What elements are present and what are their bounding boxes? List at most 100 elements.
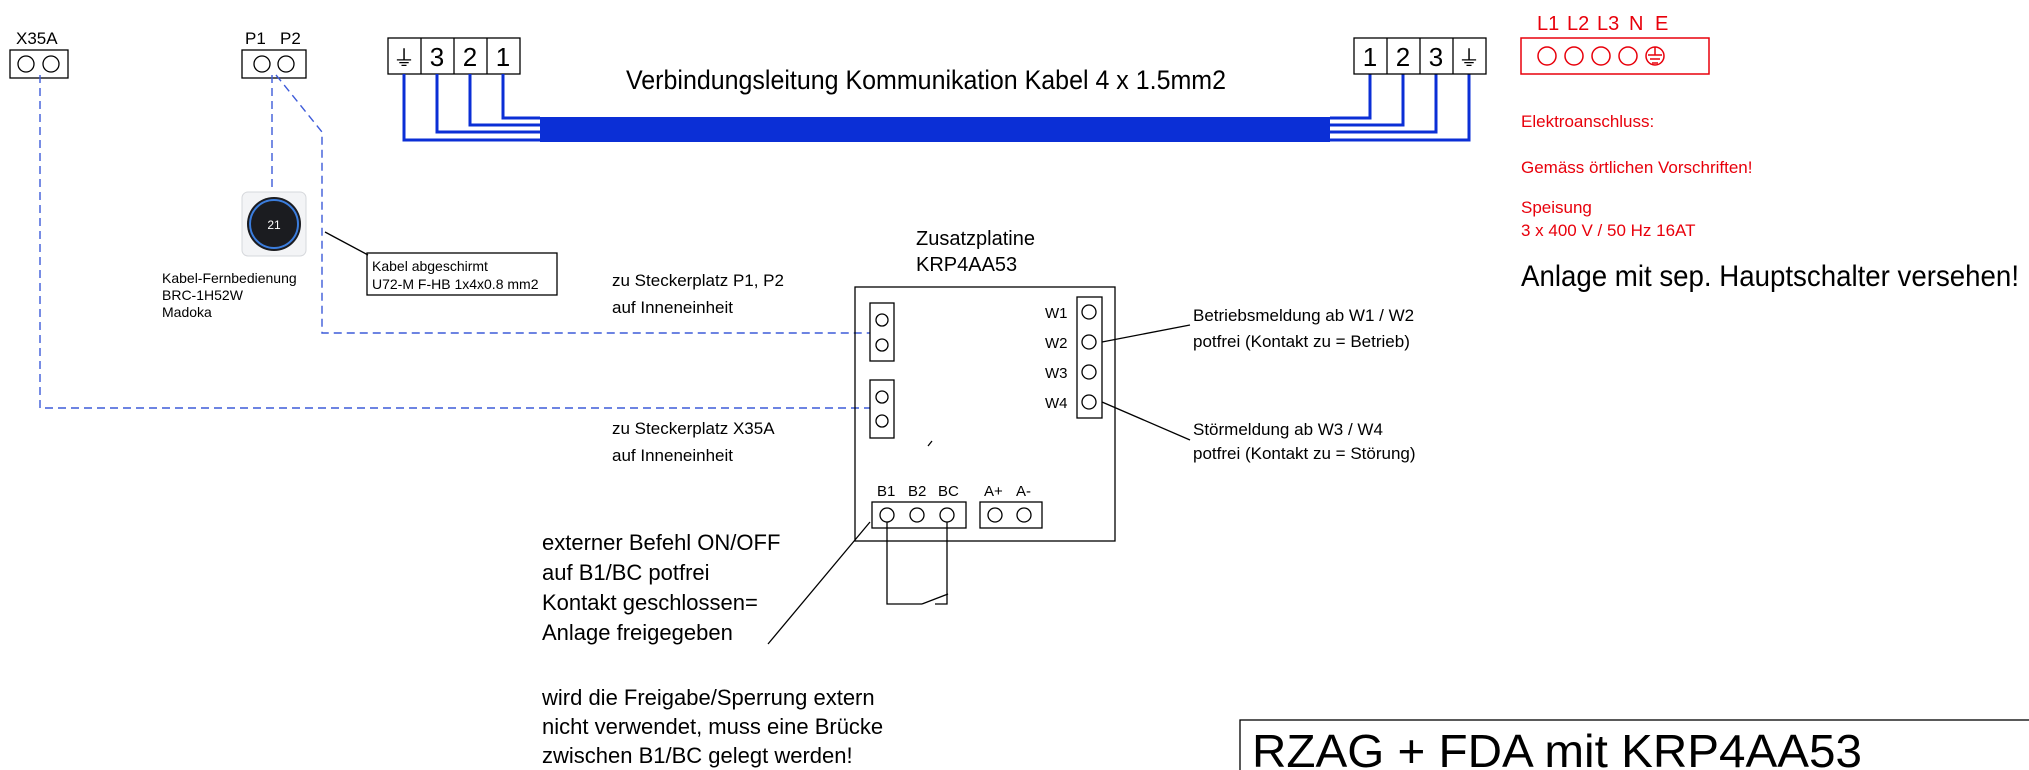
remote-display-value: 21 <box>267 218 281 232</box>
bc-label: BC <box>938 483 959 500</box>
power-label-n: N <box>1629 13 1643 35</box>
board-x35a-slot <box>869 379 895 439</box>
p2-label: P2 <box>280 29 301 48</box>
board-title-line2: KRP4AA53 <box>916 254 1017 276</box>
note-operation-line1: Betriebsmeldung ab W1 / W2 <box>1193 306 1414 325</box>
cable-note-leader <box>324 231 369 256</box>
note-bridge-line1: wird die Freigabe/Sperrung extern <box>541 685 875 710</box>
x35a-label: X35A <box>16 29 58 48</box>
power-label-l3: L3 <box>1597 13 1619 35</box>
left-terminal-3: 3 <box>430 42 444 72</box>
left-wire-2 <box>468 74 540 127</box>
left-wire-earth <box>402 74 540 142</box>
x35a-housing <box>9 49 69 79</box>
cable-note: Kabel abgeschirmt U72-M F-HB 1x4x0.8 mm2 <box>324 231 558 296</box>
switch-contact-icon <box>921 593 949 605</box>
right-terminal-3: 3 <box>1429 42 1443 72</box>
b1-label: B1 <box>877 483 895 500</box>
cable-note-line1: Kabel abgeschirmt <box>372 258 488 274</box>
external-contact <box>767 521 949 645</box>
power-terminal: L1 L2 L3 N E Elektroanschluss: Gemäss ör… <box>1520 13 2019 293</box>
note-fault-line1: Störmeldung ab W3 / W4 <box>1193 420 1383 439</box>
power-label-l1: L1 <box>1537 13 1559 35</box>
power-pin-l1 <box>1537 46 1557 66</box>
power-title: Elektroanschluss: <box>1521 112 1654 131</box>
power-regulation: Gemäss örtlichen Vorschriften! <box>1521 158 1752 177</box>
main-switch-note: Anlage mit sep. Hauptschalter versehen! <box>1521 260 2019 293</box>
board-outline <box>854 286 1116 542</box>
a-terminal-block <box>979 501 1043 529</box>
right-wire-2 <box>1330 74 1405 127</box>
a-plus-label: A+ <box>984 483 1003 500</box>
board-title-line1: Zusatzplatine <box>916 228 1035 250</box>
note-fault-line2: potfrei (Kontakt zu = Störung) <box>1193 444 1416 463</box>
title-block-title: RZAG + FDA mit KRP4AA53 <box>1252 725 1862 770</box>
note-ext-line4: Anlage freigegeben <box>542 620 733 645</box>
power-terminal-block <box>1520 37 1710 75</box>
left-terminal-1: 1 <box>496 42 510 72</box>
right-terminal-earth: ⏚ <box>1458 46 1480 71</box>
note-x35a-line2: auf Inneneinheit <box>612 446 733 465</box>
right-wire-1 <box>1330 74 1372 120</box>
note-p1p2-line2: auf Inneneinheit <box>612 298 733 317</box>
power-label-l2: L2 <box>1567 13 1589 35</box>
cable-body <box>540 117 1330 142</box>
note-bridge-line2: nicht verwendet, muss eine Brücke <box>542 714 883 739</box>
cable-note-box <box>366 252 558 296</box>
p1-label: P1 <box>245 29 266 48</box>
note-p1p2-line1: zu Steckerplatz P1, P2 <box>612 271 784 290</box>
remote-ring-icon <box>249 199 299 249</box>
title-block: RZAG + FDA mit KRP4AA53 <box>1239 719 2029 770</box>
left-wire-3 <box>435 74 540 134</box>
left-terminal-2: 2 <box>463 42 477 72</box>
p1p2-housing <box>241 49 307 79</box>
note-ext-line1: externer Befehl ON/OFF <box>542 530 780 555</box>
left-wire-1 <box>501 74 540 120</box>
board-p1p2-slot <box>869 302 895 362</box>
note-operation-line2: potfrei (Kontakt zu = Betrieb) <box>1193 332 1410 351</box>
operation-leader <box>1101 324 1191 343</box>
remote-controller: 21 Kabel-Fernbedienung BRC-1H52W Madoka <box>162 191 307 320</box>
w-terminal-block <box>1076 296 1103 419</box>
power-pin-n <box>1618 46 1638 66</box>
krp4aa53-board: Zusatzplatine KRP4AA53 W1 W2 W3 W4 B1 B2… <box>854 228 1116 542</box>
note-ext-line3: Kontakt geschlossen= <box>542 590 758 615</box>
power-supply-title: Speisung <box>1521 198 1592 217</box>
a-minus-label: A- <box>1016 483 1031 500</box>
remote-label-line1: Kabel-Fernbedienung <box>162 270 297 286</box>
b-terminal-block <box>871 501 967 529</box>
power-label-e: E <box>1655 13 1668 35</box>
x35a-connector: X35A <box>9 29 69 79</box>
ext-note-leader <box>767 521 871 645</box>
w4-label: W4 <box>1045 395 1068 412</box>
b2-label: B2 <box>908 483 926 500</box>
earth-pin-icon <box>1645 46 1665 66</box>
power-pin-l2 <box>1564 46 1584 66</box>
power-pin-l3 <box>1591 46 1611 66</box>
w2-label: W2 <box>1045 335 1068 352</box>
p2-pin <box>277 55 295 73</box>
communication-cable: ⏚ 3 2 1 1 2 3 ⏚ Verbindungsleitung Kommu… <box>387 37 1487 142</box>
remote-label-line3: Madoka <box>162 304 212 320</box>
x35a-dashed-line <box>39 75 870 409</box>
title-block-frame <box>1239 719 2029 770</box>
remote-label-line2: BRC-1H52W <box>162 287 244 303</box>
x35a-pin-2 <box>42 55 60 73</box>
p1p2-dashed-line <box>275 74 870 334</box>
remote-dial <box>247 197 301 251</box>
right-wire-earth <box>1330 74 1471 142</box>
cable-note-line2: U72-M F-HB 1x4x0.8 mm2 <box>372 276 539 292</box>
fault-leader <box>1101 401 1191 441</box>
p1-pin <box>253 55 271 73</box>
note-bridge-line3: zwischen B1/BC gelegt werden! <box>542 743 853 768</box>
p1p2-connector: P1 P2 <box>241 29 307 79</box>
power-supply-value: 3 x 400 V / 50 Hz 16AT <box>1521 221 1696 240</box>
note-x35a-line1: zu Steckerplatz X35A <box>612 419 775 438</box>
note-ext-line2: auf B1/BC potfrei <box>542 560 710 585</box>
x35a-pin-1 <box>17 55 35 73</box>
notes: zu Steckerplatz P1, P2 auf Inneneinheit … <box>541 271 1416 768</box>
right-wire-3 <box>1330 74 1438 134</box>
w3-label: W3 <box>1045 365 1068 382</box>
right-terminal-2: 2 <box>1396 42 1410 72</box>
